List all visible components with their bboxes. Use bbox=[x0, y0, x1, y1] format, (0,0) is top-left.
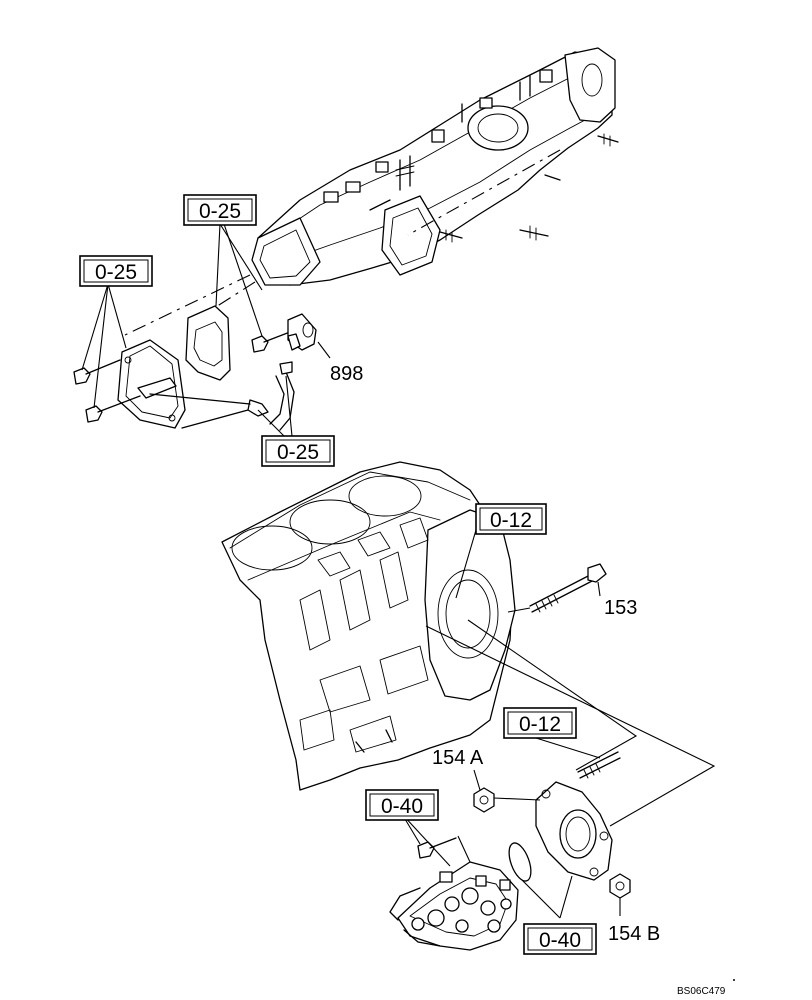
part-number-898: 898 bbox=[330, 363, 363, 385]
dot-mark bbox=[733, 979, 735, 981]
ref-box-pump: 0-40 bbox=[365, 789, 439, 821]
ref-label: 0-12 bbox=[490, 509, 532, 532]
gasket bbox=[185, 305, 231, 381]
leader-lines bbox=[81, 223, 621, 919]
ref-box-stud: 0-12 bbox=[503, 707, 577, 739]
intake-manifold bbox=[251, 47, 619, 286]
drawing-code: BS06C479 bbox=[677, 986, 726, 997]
ref-box-manifold-left: 0-25 bbox=[79, 255, 153, 287]
ref-box-hose: 0-25 bbox=[261, 435, 335, 467]
cylinder-block bbox=[221, 461, 516, 791]
ref-label: 0-25 bbox=[199, 200, 241, 223]
adapter-plate bbox=[117, 339, 186, 429]
ref-box-manifold-upper: 0-25 bbox=[183, 194, 257, 226]
ref-label: 0-25 bbox=[277, 441, 319, 464]
sensor-898 bbox=[287, 313, 317, 351]
bolt-153 bbox=[507, 563, 607, 613]
part-number-154a: 154 A bbox=[432, 747, 484, 769]
nut-154a bbox=[473, 787, 541, 813]
pump-flange-housing bbox=[535, 781, 613, 881]
part-number-153: 153 bbox=[604, 597, 637, 619]
ref-label: 0-25 bbox=[95, 261, 137, 284]
ref-label: 0-40 bbox=[539, 929, 581, 952]
ref-label: 0-40 bbox=[381, 795, 423, 818]
stud bbox=[425, 619, 716, 827]
nut-154b bbox=[609, 873, 631, 899]
ref-box-oring: 0-40 bbox=[523, 923, 597, 955]
ref-box-block: 0-12 bbox=[475, 503, 547, 535]
part-number-154b: 154 B bbox=[608, 923, 660, 945]
bolts-left bbox=[73, 331, 291, 423]
hose-fitting bbox=[149, 361, 295, 431]
injection-pump bbox=[389, 835, 519, 951]
ref-label: 0-12 bbox=[519, 713, 561, 736]
o-ring bbox=[508, 842, 532, 882]
